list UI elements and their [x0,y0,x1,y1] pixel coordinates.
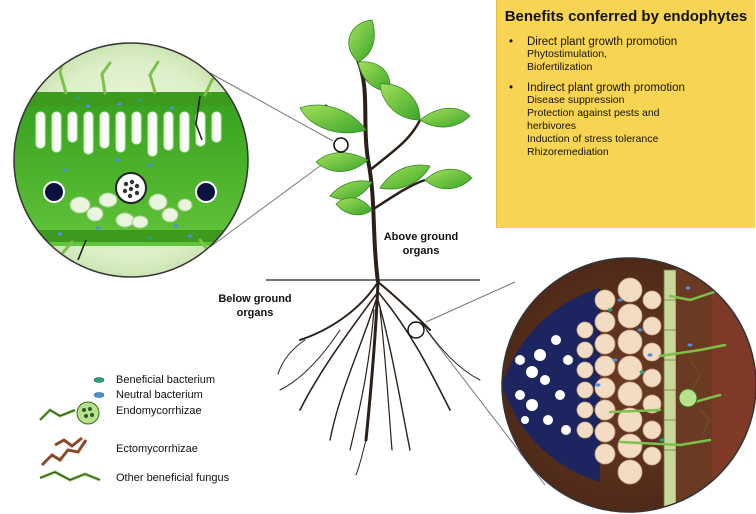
benefits-box: Benefits conferred by endophytes Direct … [496,0,755,228]
benefit-group-indirect: Indirect plant growth promotion [509,82,755,94]
benefit-group-direct: Direct plant growth promotion [509,36,755,48]
plant-illustration [277,19,481,476]
benefit-item: Phytostimulation, [527,48,607,60]
above-ground-label: Above ground organs [383,231,459,257]
legend-endomycorrhizae: Endomycorrhizae [116,405,202,417]
root-cross-section [501,257,756,513]
legend-other-fungus: Other beneficial fungus [116,472,230,484]
legend-ectomycorrhizae: Ectomycorrhizae [116,443,198,455]
benefit-group-heading: Indirect plant growth promotion [527,82,685,94]
ectomycorrhizae-icon [40,436,88,467]
green-bacterium-icon [93,377,105,383]
benefits-list: Direct plant growth promotion Phytostimu… [497,36,755,159]
fungus-icon [39,470,101,482]
legend-icons [38,377,105,482]
blue-bacterium-icon [93,392,105,398]
legend-neutral-bacterium: Neutral bacterium [116,389,203,401]
below-ground-label: Below ground organs [218,293,292,319]
legend-beneficial-bacterium: Beneficial bacterium [116,374,216,386]
benefit-item: Protection against pests and herbivores [527,107,660,132]
leaf-cross-section [13,42,249,278]
benefit-item: Biofertilization [527,61,593,73]
benefit-item: Rhizoremediation [527,146,609,158]
benefit-item: Induction of stress tolerance [527,133,659,145]
benefit-item: Disease suppression [527,94,625,106]
benefit-group-heading: Direct plant growth promotion [527,36,678,48]
endomycorrhizae-icon [38,401,100,425]
benefits-title: Benefits conferred by endophytes [504,8,748,25]
